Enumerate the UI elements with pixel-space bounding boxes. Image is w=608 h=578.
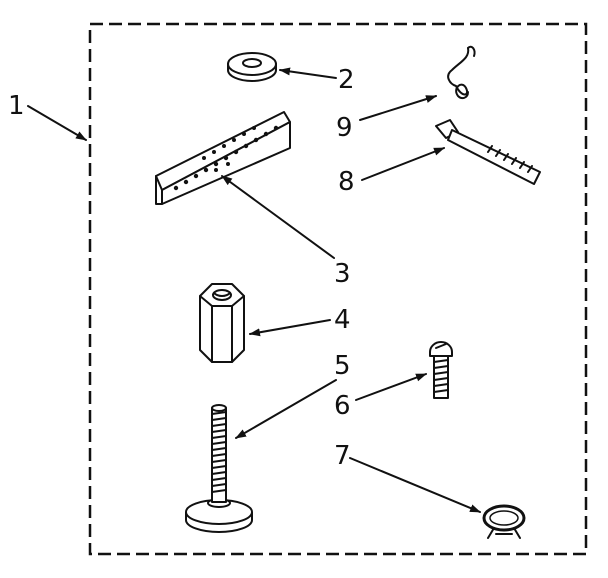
callout-label-7: 7 [334,441,351,471]
leader-line-2 [279,67,337,79]
leader-line-8 [361,147,445,181]
leader-line-5 [235,379,337,439]
leader-line-9 [359,95,437,121]
callout-5: 5 [235,351,351,439]
callout-label-3: 3 [334,259,351,289]
callout-label-1: 1 [8,91,25,121]
leader-line-4 [249,319,331,337]
callout-6: 6 [334,373,427,421]
clip [447,45,476,100]
leader-line-3 [221,175,335,259]
leader-line-6 [355,373,427,401]
callout-label-6: 6 [334,391,351,421]
callout-3: 3 [221,175,351,289]
kit-boundary [88,22,588,556]
coupling-nut [199,283,245,363]
washer [227,52,277,82]
callout-8: 8 [338,147,445,197]
cable-tie [435,119,541,185]
bracket [155,111,291,205]
screw [429,341,453,399]
callout-7: 7 [334,441,481,513]
callout-label-8: 8 [338,167,355,197]
hose-clamp [482,504,526,539]
callout-label-9: 9 [336,113,353,143]
callout-4: 4 [249,305,351,337]
callout-label-2: 2 [338,65,355,95]
leader-line-7 [349,457,481,513]
callout-1: 1 [8,91,87,141]
callout-2: 2 [279,65,355,95]
callout-9: 9 [336,95,437,143]
leader-line-1 [27,105,87,141]
callout-label-4: 4 [334,305,351,335]
callout-label-5: 5 [334,351,351,381]
leveling-leg [185,404,253,533]
